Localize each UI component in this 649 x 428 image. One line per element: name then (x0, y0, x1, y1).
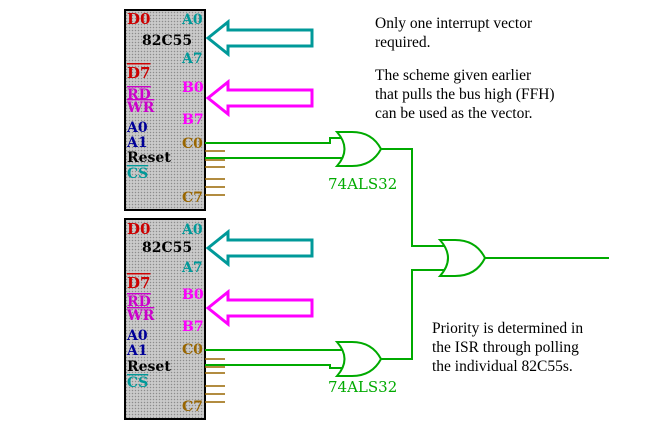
port-c-stubs (205, 150, 225, 196)
port-b-arrow-bottom (205, 288, 314, 328)
pin-pc7: C7 (182, 399, 203, 415)
pin-pc0: C0 (182, 342, 203, 358)
pin-wr: WR (126, 308, 155, 324)
pin-d7: D7 (127, 274, 150, 292)
pin-pb0: B0 (182, 287, 204, 303)
wiring (205, 137, 609, 369)
chip-body (124, 218, 206, 420)
note-line: Priority is determined in (432, 320, 584, 337)
gate-label-top: 74ALS32 (328, 175, 397, 193)
pin-wr: WR (126, 100, 155, 116)
pin-pa7: A7 (181, 260, 203, 276)
pin-pb7: B7 (182, 319, 204, 335)
pin-pb0: B0 (182, 80, 204, 96)
or-gate-top (334, 131, 383, 167)
note-line: the individual 82C55s. (432, 358, 573, 375)
pin-reset: Reset (127, 150, 171, 166)
chip-82c55-bottom: 82C55 D0 D7 RD WR A0 A1 Reset CS A0 A7 B… (124, 218, 225, 420)
port-b-arrow-top (205, 78, 314, 118)
port-a-arrow-bottom (205, 228, 314, 268)
pin-d7: D7 (127, 64, 150, 82)
pin-d0: D0 (127, 220, 150, 238)
or-gate-bottom (334, 341, 383, 377)
pin-a0: A0 (126, 120, 148, 136)
pin-rd: RD (127, 294, 151, 310)
pin-a1: A1 (126, 343, 148, 359)
pin-pb7: B7 (182, 112, 204, 128)
gate-label-bottom: 74ALS32 (328, 378, 397, 396)
note-line: the ISR through polling (432, 339, 579, 356)
pin-cs: CS (127, 166, 148, 182)
chip-name: 82C55 (142, 240, 192, 256)
note-scheme: The scheme given earlier that pulls the … (375, 66, 555, 123)
pin-d0: D0 (127, 10, 150, 28)
pin-pa0: A0 (181, 12, 203, 28)
port-a-arrow-top (205, 18, 314, 58)
pin-cs: CS (127, 375, 148, 391)
note-line: The scheme given earlier (375, 67, 532, 84)
port-c-stubs (205, 358, 225, 403)
pin-a0: A0 (126, 328, 148, 344)
chip-82c55-top: 82C55 D0 D7 RD WR A0 A1 Reset CS A0 A7 B… (124, 9, 225, 211)
note-line: that pulls the bus high (FFH) (375, 86, 555, 103)
pin-pa0: A0 (181, 222, 203, 238)
pin-pa7: A7 (181, 51, 203, 67)
or-gate-final (437, 239, 487, 277)
note-priority: Priority is determined in the ISR throug… (432, 319, 583, 376)
note-line: Only one interrupt vector (375, 15, 533, 32)
chip-name: 82C55 (142, 33, 192, 49)
pin-rd: RD (127, 87, 151, 103)
pin-pc0: C0 (182, 136, 203, 152)
pin-pc7: C7 (182, 190, 203, 206)
pin-a1: A1 (126, 135, 148, 151)
note-vector: Only one interrupt vector required. (375, 14, 532, 52)
note-line: required. (375, 34, 431, 51)
note-line: can be used as the vector. (375, 105, 533, 122)
chip-body (124, 9, 206, 211)
pin-reset: Reset (127, 359, 171, 375)
